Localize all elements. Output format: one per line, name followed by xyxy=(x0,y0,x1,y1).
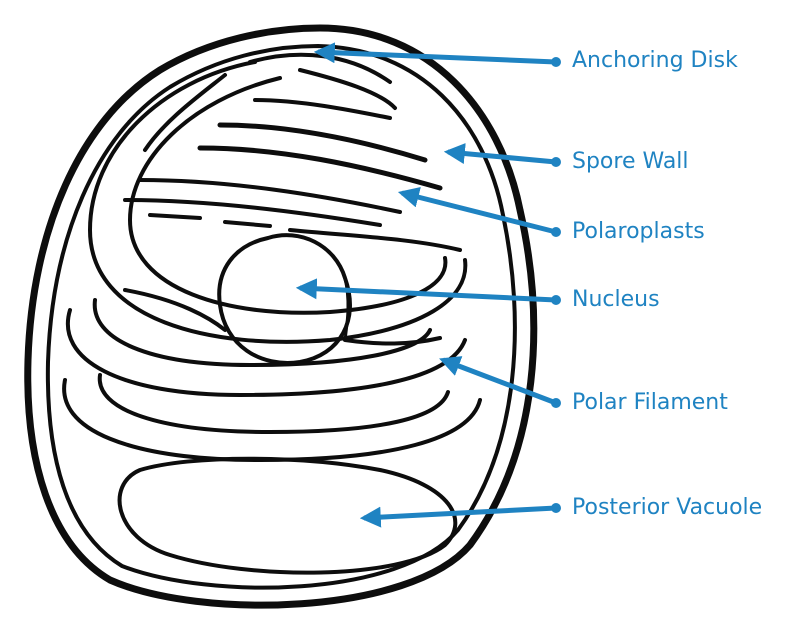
label-polaroplasts: Polaroplasts xyxy=(572,219,705,244)
label-polar-filament: Polar Filament xyxy=(572,390,728,415)
pointer-polar-filament xyxy=(439,356,557,406)
label-spore-wall: Spore Wall xyxy=(572,149,689,174)
spore-wall-outer xyxy=(24,24,538,609)
label-nucleus: Nucleus xyxy=(572,287,660,312)
pointer-dots xyxy=(551,57,561,513)
anchoring-disk-shape xyxy=(248,52,392,84)
pointer-nucleus xyxy=(295,278,557,303)
spore-wall-inner xyxy=(45,44,517,590)
label-pointers xyxy=(295,42,557,528)
polar-filament-coils xyxy=(62,60,482,462)
pointer-posterior-vacuole xyxy=(359,505,557,528)
polaroplast-lamellae xyxy=(123,68,462,252)
pointer-polaroplasts xyxy=(397,186,557,235)
label-posterior-vacuole: Posterior Vacuole xyxy=(572,495,763,520)
pointer-spore-wall xyxy=(443,143,557,165)
pointer-anchoring-disk xyxy=(313,42,557,65)
label-anchoring-disk: Anchoring Disk xyxy=(572,48,738,73)
posterior-vacuole-shape xyxy=(117,456,458,575)
